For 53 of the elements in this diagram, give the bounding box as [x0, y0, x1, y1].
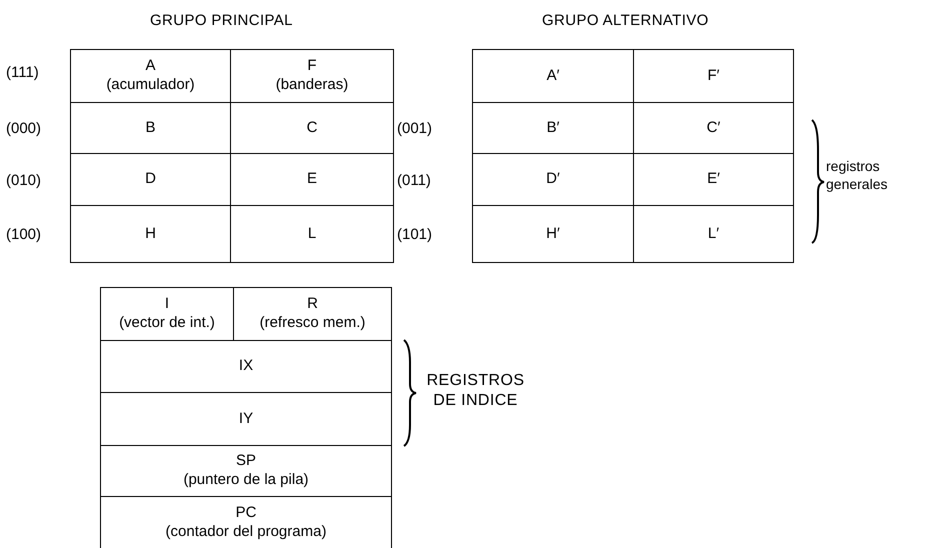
register-cell [230, 49, 394, 103]
register-name: H′ [546, 224, 560, 244]
bracket-label: REGISTROS DE INDICE [426, 371, 526, 411]
register-name: R [307, 295, 318, 314]
register-name: L′ [708, 224, 720, 244]
register-cell [100, 340, 392, 393]
register-name: D [145, 170, 156, 189]
register-cell [233, 287, 392, 341]
register-cell [100, 496, 392, 548]
register-name: I [164, 295, 170, 314]
register-cell [100, 287, 234, 341]
register-name: H [145, 224, 156, 244]
register-code: (000) [6, 119, 42, 139]
register-name: B [145, 118, 156, 138]
register-name: A [145, 57, 156, 76]
bracket-label: registros generales [826, 158, 888, 193]
group-title: GRUPO PRINCIPAL [150, 12, 293, 31]
register-name: IX [238, 357, 254, 376]
register-cell [633, 49, 794, 103]
register-cell [70, 205, 231, 263]
register-name: F′ [708, 66, 720, 86]
register-name: A′ [546, 66, 560, 86]
register-code: (100) [6, 225, 42, 245]
register-name: L [308, 224, 316, 244]
register-code: (001) [397, 119, 432, 139]
register-description: (banderas) [276, 76, 348, 95]
register-description: (puntero de la pila) [183, 471, 309, 490]
register-name: B′ [546, 118, 560, 138]
register-cell [633, 205, 794, 263]
register-name: E [306, 170, 317, 189]
register-cell [230, 205, 394, 263]
register-description: (vector de int.) [119, 314, 215, 333]
register-code: (010) [6, 171, 42, 191]
register-name: IY [238, 410, 254, 428]
register-code: (101) [397, 225, 432, 245]
register-name: C′ [706, 118, 720, 138]
register-description: (contador del programa) [166, 522, 326, 542]
register-cell [472, 49, 634, 103]
register-code: (011) [397, 171, 431, 191]
register-cell [70, 49, 231, 103]
group-title: GRUPO ALTERNATIVO [542, 12, 709, 31]
register-name: E′ [707, 170, 720, 189]
register-cell [100, 392, 392, 446]
register-name: PC [236, 504, 256, 522]
register-code: (111) [6, 63, 39, 83]
register-name: SP [236, 452, 256, 471]
register-name: C [306, 118, 318, 138]
register-name: D′ [546, 170, 560, 189]
register-cell [472, 205, 634, 263]
register-description: (acumulador) [106, 76, 195, 95]
register-name: F [307, 57, 317, 76]
register-description: (refresco mem.) [260, 314, 366, 333]
register-cell [100, 445, 392, 497]
